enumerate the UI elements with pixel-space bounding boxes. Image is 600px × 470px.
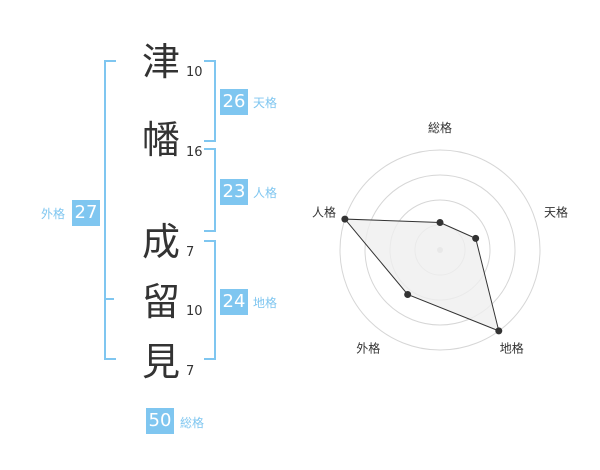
chikaku-label: 地格	[253, 296, 278, 310]
stroke-count-5: 7	[186, 364, 195, 379]
gaikaku-value: 27	[72, 200, 100, 226]
gaikaku-bracket	[104, 60, 116, 360]
radar-axis-label-2: 天格	[544, 204, 568, 219]
jinkaku-label: 人格	[253, 186, 278, 200]
name-char-3: 成	[141, 220, 180, 264]
jinkaku-value: 23	[220, 179, 248, 205]
name-char-2: 幡	[141, 118, 180, 162]
soukaku-value: 50	[146, 408, 174, 434]
radar-axis-label-1: 総格	[428, 120, 452, 135]
radar-axis-label-4: 外格	[356, 341, 380, 356]
stroke-count-3: 7	[186, 245, 195, 260]
chikaku-bracket	[204, 240, 216, 360]
radar-grid-ring	[364, 174, 516, 326]
jinkaku-bracket	[204, 148, 216, 232]
name-char-5: 見	[141, 340, 180, 384]
stroke-count-2: 16	[186, 145, 203, 160]
tenkaku-bracket	[204, 60, 216, 142]
radar-point-3	[495, 327, 503, 335]
radar-axis-label-5: 人格	[312, 204, 336, 219]
gaikaku-bracket-divider	[104, 298, 114, 300]
radar-point-2	[472, 234, 480, 242]
gaikaku-label: 外格	[41, 207, 66, 221]
radar-axis-label-3: 地格	[500, 341, 524, 356]
radar-point-1	[436, 219, 444, 226]
stroke-count-4: 10	[186, 304, 203, 319]
name-char-4: 留	[141, 280, 180, 324]
stroke-count-1: 10	[186, 65, 203, 80]
radar-point-4	[404, 290, 412, 298]
name-char-1: 津	[141, 40, 180, 84]
soukaku-label: 総格	[180, 416, 205, 430]
radar-area	[343, 218, 500, 332]
chikaku-value: 24	[220, 289, 248, 315]
tenkaku-label: 天格	[253, 96, 278, 110]
radar-grid-ring	[339, 149, 541, 351]
radar-point-5	[341, 215, 349, 223]
tenkaku-value: 26	[220, 89, 248, 115]
